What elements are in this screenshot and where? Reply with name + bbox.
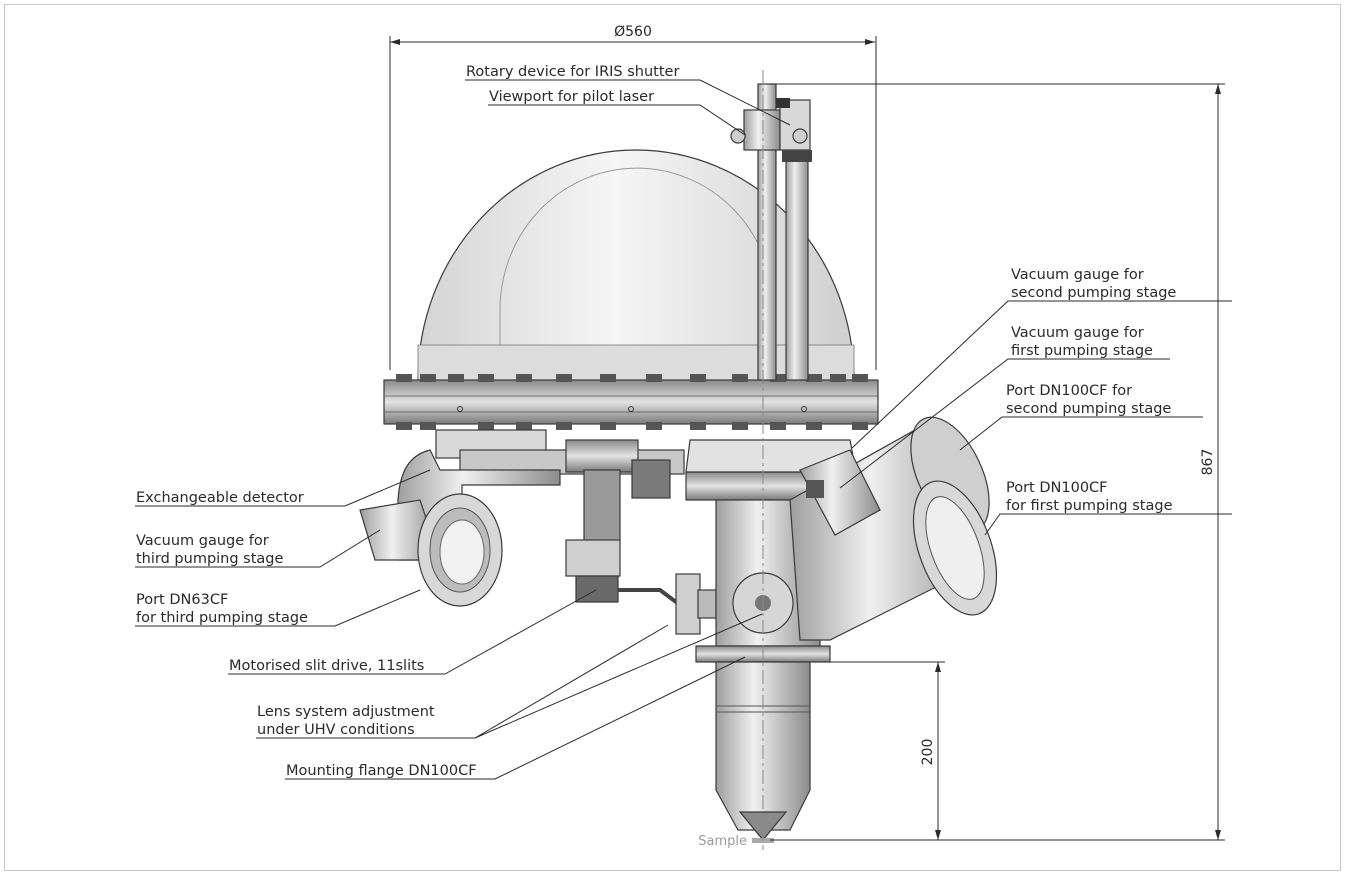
label-port63-2: for third pumping stage (136, 610, 308, 626)
label-vg-third-1: Vacuum gauge for (136, 533, 269, 549)
label-vg-third-2: third pumping stage (136, 551, 284, 567)
analyser-assembly (359, 70, 998, 850)
leader-lines (135, 79, 1232, 780)
slit-drive-motor (583, 469, 621, 543)
hemisphere-dome (417, 149, 855, 381)
label-vg-second-1: Vacuum gauge for (1011, 267, 1144, 283)
callout-labels: Rotary device for IRIS shutter Viewport … (136, 64, 1176, 779)
flange-bolts-bottom (396, 422, 868, 430)
side-tube (785, 149, 809, 381)
label-vg-first-1: Vacuum gauge for (1011, 325, 1144, 341)
main-flange (383, 379, 879, 425)
label-port100-second-1: Port DN100CF for (1006, 383, 1132, 399)
label-lens-2: under UHV conditions (257, 722, 415, 738)
sample-label: Sample (698, 834, 747, 849)
label-lens-1: Lens system adjustment (257, 704, 435, 720)
flange-bolts-top (396, 374, 868, 382)
lower-height-dimension: 200 (920, 739, 936, 766)
label-slit-drive: Motorised slit drive, 11slits (229, 658, 424, 674)
vacuum-gauge-first (799, 449, 881, 536)
label-viewport: Viewport for pilot laser (489, 89, 654, 105)
label-vg-second-2: second pumping stage (1011, 285, 1176, 301)
label-port100-second-2: second pumping stage (1006, 401, 1171, 417)
label-port100-first-1: Port DN100CF (1006, 480, 1108, 496)
dimension-lines (389, 36, 1225, 841)
drawing-frame (4, 4, 1341, 871)
label-mounting-flange: Mounting flange DN100CF (286, 763, 477, 779)
label-port100-first-2: for first pumping stage (1006, 498, 1173, 514)
label-vg-first-2: first pumping stage (1011, 343, 1153, 359)
diameter-dimension: Ø560 (614, 24, 652, 40)
total-height-dimension: 867 (1200, 449, 1216, 476)
label-rotary-device: Rotary device for IRIS shutter (466, 64, 679, 80)
viewport-body (743, 109, 781, 151)
label-exchangeable-detector: Exchangeable detector (136, 490, 304, 506)
label-port63-1: Port DN63CF (136, 592, 228, 608)
